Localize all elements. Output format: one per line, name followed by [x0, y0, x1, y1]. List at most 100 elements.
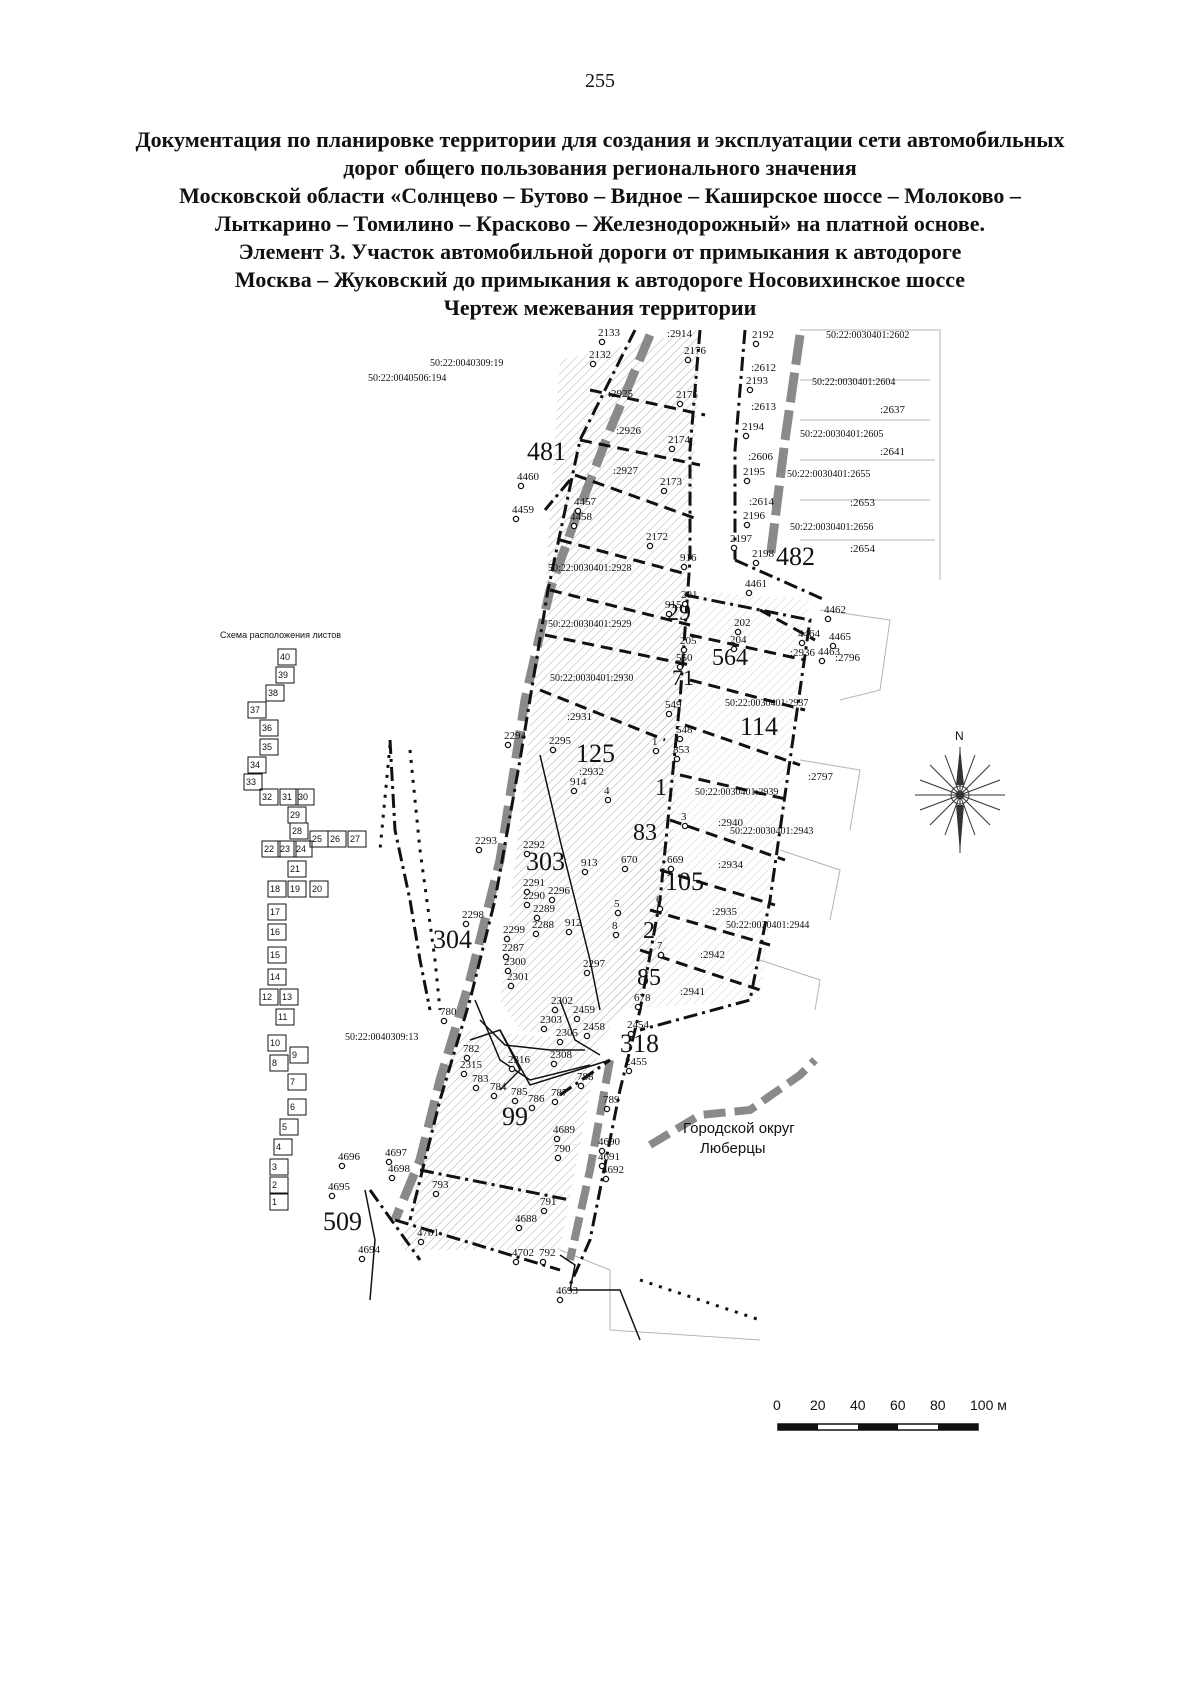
parcel-label: :2637 — [880, 404, 906, 416]
point-label: 782 — [463, 1043, 480, 1055]
boundary-point-marker — [517, 482, 525, 490]
boundary-point-marker — [385, 1158, 393, 1166]
point-label: 4457 — [574, 496, 597, 508]
sheet-cell-label: 32 — [262, 792, 272, 802]
boundary-point-marker — [680, 646, 688, 654]
boundary-point-marker — [798, 639, 806, 647]
sheet-cell-label: 26 — [330, 834, 340, 844]
boundary-point-marker — [657, 951, 665, 959]
parcel-label: :2942 — [700, 949, 725, 961]
point-label: 2300 — [504, 956, 527, 968]
boundary-point-marker — [512, 515, 520, 523]
boundary-point-marker — [570, 787, 578, 795]
sheet-cell — [269, 1193, 289, 1211]
area-label: 71 — [672, 665, 694, 690]
boundary-point-marker — [676, 400, 684, 408]
cadastral-label: 50:22:0030401:2930 — [550, 673, 633, 684]
scale-tick-label: 20 — [810, 1397, 826, 1413]
title-line: Московской области «Солнцево – Бутово – … — [179, 183, 1021, 208]
point-label: 4694 — [358, 1244, 381, 1256]
boundary-point-marker — [681, 822, 689, 830]
point-label: 2296 — [548, 885, 571, 897]
point-label: 4460 — [517, 471, 540, 483]
sheet-cell — [259, 719, 279, 737]
sheet-cell — [247, 701, 267, 719]
sheet-cell — [269, 1176, 289, 1194]
point-label: 784 — [490, 1081, 507, 1093]
boundary-point-marker — [553, 1135, 561, 1143]
point-label: 2455 — [625, 1056, 648, 1068]
limit-lines — [378, 744, 761, 1322]
point-label: 2287 — [502, 942, 525, 954]
sheet-cell-label: 19 — [290, 884, 300, 894]
boundary-point-marker — [752, 559, 760, 567]
parcel-label: :2914 — [667, 328, 693, 340]
sheet-cell-label: 21 — [290, 864, 300, 874]
boundary-point-marker — [598, 1162, 606, 1170]
area-label: 482 — [776, 542, 815, 571]
boundary-point-marker — [676, 735, 684, 743]
scheme-title: Схема расположения листов — [220, 630, 341, 640]
boundary-point-marker — [625, 1067, 633, 1075]
point-label: 4465 — [829, 631, 852, 643]
cadastral-label: 50:22:0030401:2928 — [548, 563, 631, 574]
area-label: 303 — [526, 847, 565, 876]
boundary-point-marker — [554, 1154, 562, 1162]
area-label: 83 — [633, 820, 657, 846]
point-label: 4692 — [602, 1164, 624, 1176]
point-label: 204 — [730, 634, 747, 646]
sheet-cell — [289, 1046, 309, 1064]
boundary-point-marker — [589, 360, 597, 368]
point-label: 912 — [565, 917, 582, 929]
point-markers — [328, 338, 837, 1304]
point-label: 2172 — [646, 531, 668, 543]
point-label: 4693 — [556, 1285, 579, 1297]
point-label: 4689 — [553, 1124, 576, 1136]
hatched-corridor — [400, 330, 810, 1250]
scale-tick-label: 0 — [773, 1397, 781, 1413]
boundary-point-marker — [665, 610, 673, 618]
boundary-point-marker — [551, 1098, 559, 1106]
point-label: 853 — [673, 744, 690, 756]
boundary-point-marker — [540, 1025, 548, 1033]
boundary-point-marker — [684, 356, 692, 364]
parcel-label: :2936 — [790, 647, 816, 659]
boundary-point-marker — [565, 928, 573, 936]
boundary-point-marker — [743, 477, 751, 485]
area-label: 318 — [620, 1029, 659, 1058]
point-label: 4461 — [745, 578, 767, 590]
cadastral-label: 50:22:0030401:2937 — [725, 698, 808, 709]
point-label: 670 — [621, 854, 638, 866]
boundary-point-marker — [556, 1296, 564, 1304]
area-label: 304 — [433, 925, 472, 954]
point-label: 2292 — [523, 839, 545, 851]
point-label: 2297 — [583, 958, 606, 970]
sheet-cell-label: 34 — [250, 760, 260, 770]
sheet-cell — [267, 903, 287, 921]
boundary-point-marker — [504, 741, 512, 749]
sheet-cell-label: 2 — [272, 1180, 277, 1190]
sheet-cell — [269, 1158, 289, 1176]
sheet-cell-label: 12 — [262, 992, 272, 1002]
sheet-cell-label: 15 — [270, 950, 280, 960]
boundary-point-marker — [598, 1147, 606, 1155]
area-label: 509 — [323, 1207, 362, 1236]
cadastral-label: 50:22:0030401:2929 — [548, 619, 631, 630]
point-label: 4690 — [598, 1136, 621, 1148]
sheet-cell-label: 39 — [278, 670, 288, 680]
sheet-cell-label: 9 — [292, 1050, 297, 1060]
point-label: 5 — [614, 898, 620, 910]
parcel-label: :2796 — [835, 652, 861, 664]
sheet-cell — [347, 830, 367, 848]
sheet-cell-label: 7 — [290, 1077, 295, 1087]
boundary-point-marker — [743, 521, 751, 529]
boundary-point-marker — [523, 888, 531, 896]
point-label: 2294 — [504, 730, 527, 742]
boundary-point-marker — [549, 746, 557, 754]
point-label: 4463 — [818, 646, 841, 658]
sheet-cell — [259, 788, 279, 806]
point-label: 8 — [612, 920, 618, 932]
boundary-point-marker — [570, 522, 578, 530]
boundary-point-marker — [338, 1162, 346, 1170]
